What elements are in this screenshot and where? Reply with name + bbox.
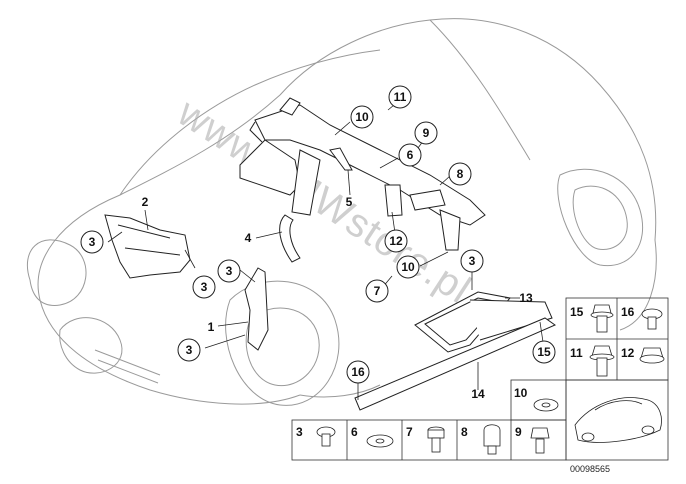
callout-11: 11: [388, 85, 412, 109]
reference-car-icon: [574, 397, 662, 443]
grid-label-3: 3: [296, 425, 303, 439]
nut-12-icon: [639, 347, 665, 364]
screw-16-icon: [641, 308, 663, 330]
svg-text:6: 6: [407, 148, 414, 162]
svg-text:4: 4: [245, 231, 252, 245]
svg-text:12: 12: [389, 234, 403, 248]
sleeve-7-icon: [427, 426, 445, 453]
grid-label-11: 11: [570, 346, 583, 360]
svg-text:16: 16: [351, 365, 365, 379]
grid-label-15: 15: [570, 305, 584, 319]
callout-10: 10: [350, 105, 374, 129]
callout-3-a: 3: [80, 230, 104, 254]
svg-text:7: 7: [374, 284, 381, 298]
grid-label-16: 16: [621, 305, 635, 319]
svg-text:3: 3: [89, 235, 96, 249]
bolt-15-icon: [590, 304, 614, 333]
diagram-id: 00098565: [570, 464, 610, 474]
svg-text:3: 3: [226, 264, 233, 278]
svg-text:14: 14: [471, 387, 485, 401]
callout-9: 9: [414, 121, 438, 145]
part-13-gasket-panel: [414, 291, 553, 353]
part-2-panel: [104, 214, 191, 279]
bolt-9-icon: [530, 427, 550, 454]
grid-label-10: 10: [514, 386, 528, 400]
callout-3-e: 3: [460, 249, 484, 273]
svg-text:1: 1: [208, 320, 215, 334]
svg-text:3: 3: [201, 280, 208, 294]
grid-label-7: 7: [406, 425, 413, 439]
grid-label-9: 9: [515, 425, 522, 439]
callout-7: 7: [365, 279, 389, 303]
callout-6: 6: [398, 143, 422, 167]
bolt-11-icon: [589, 345, 615, 377]
callout-5: 5: [346, 195, 353, 209]
washer-10-icon: [533, 398, 559, 412]
part-14-strip: [354, 317, 557, 411]
parts-grid: 15 16 11 12 10 3 6 7 8 9: [291, 297, 669, 461]
grid-label-6: 6: [351, 425, 358, 439]
front-cross-member: [239, 97, 486, 251]
svg-text:11: 11: [394, 90, 407, 104]
grid-label-8: 8: [461, 425, 468, 439]
leader-lines: [107, 99, 544, 400]
svg-text:3: 3: [469, 254, 476, 268]
callout-4: 4: [245, 231, 252, 245]
clip-8-icon: [483, 424, 501, 455]
callout-2: 2: [142, 195, 149, 209]
svg-text:10: 10: [355, 110, 369, 124]
svg-text:15: 15: [537, 345, 551, 359]
washer-6-icon: [366, 434, 394, 448]
svg-text:3: 3: [186, 343, 193, 357]
screw-3-icon: [316, 426, 336, 447]
grid-label-12: 12: [621, 346, 635, 360]
part-1-bracket: [244, 267, 269, 351]
callout-1: 1: [208, 320, 215, 334]
part-4-hose: [279, 214, 301, 263]
callout-8: 8: [448, 162, 472, 186]
callout-13: 13: [519, 291, 533, 305]
svg-text:13: 13: [519, 291, 533, 305]
svg-text:10: 10: [401, 260, 415, 274]
svg-text:2: 2: [142, 195, 149, 209]
svg-text:9: 9: [423, 126, 430, 140]
car-outline: [26, 18, 657, 406]
svg-text:8: 8: [457, 167, 464, 181]
callout-3-d: 3: [177, 338, 201, 362]
svg-text:5: 5: [346, 195, 353, 209]
callout-3-b: 3: [217, 259, 241, 283]
callout-15: 15: [532, 340, 556, 364]
callout-10-b: 10: [396, 255, 420, 279]
callout-16: 16: [346, 360, 370, 384]
callout-14: 14: [471, 387, 485, 401]
callout-3-c: 3: [192, 275, 216, 299]
callout-group: 11 10 9 6 8 5 2 3 4 3 3 1 3 12 10 7 3 13…: [80, 85, 556, 401]
callout-12: 12: [384, 229, 408, 253]
